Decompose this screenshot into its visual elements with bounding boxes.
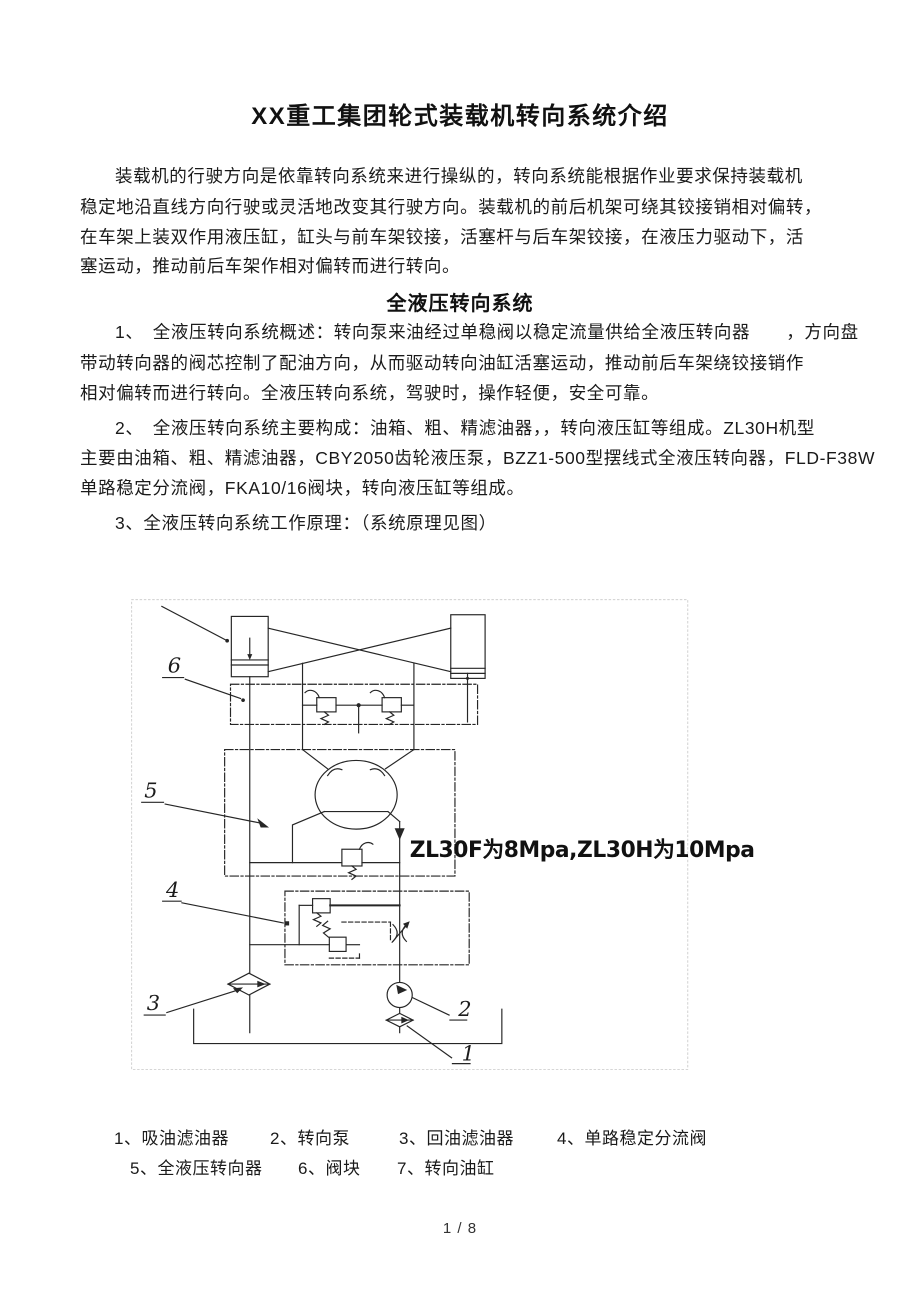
legend-item-3: 3、回油滤油器 [399, 1129, 514, 1148]
suction-filter [384, 1012, 415, 1028]
callout-3: 3 [143, 987, 244, 1016]
callout-2: 2 [411, 996, 472, 1021]
legend-item-2: 2、转向泵 [270, 1129, 350, 1148]
cylinder-cross-lines [267, 627, 452, 673]
legend-item-4: 4、单路稳定分流阀 [557, 1129, 707, 1148]
oil-tank [193, 1008, 503, 1045]
point1-line-1: 1、 全液压转向系统概述：转向泵来油经过单稳阀以稳定流量供给全液压转向器 ，方向… [115, 322, 859, 342]
intro-line-2: 稳定地沿直线方向行驶或灵活地改变其行驶方向。装载机的前后机架可绕其铰接销相对偏转… [80, 197, 823, 217]
callout-3-number: 3 [147, 991, 160, 1015]
callout-6-number: 6 [168, 654, 181, 678]
steering-cylinder-left [230, 615, 269, 678]
point2-line-1: 2、 全液压转向系统主要构成：油箱、粗、精滤油器，，转向液压缸等组成。ZL30H… [115, 418, 815, 438]
steering-cylinder-right [450, 614, 486, 680]
intro-line-4: 塞运动，推动前后车架作相对偏转而进行转向。 [80, 256, 461, 276]
callout-4: 4 [162, 878, 290, 926]
point1-line-2: 带动转向器的阀芯控制了配油方向，从而驱动转向油缸活塞运动，推动前后车架绕铰接销作 [80, 353, 804, 373]
figure-border [131, 599, 689, 1070]
section-heading: 全液压转向系统 [386, 293, 534, 315]
steering-unit-rotor [314, 759, 398, 830]
legend-item-7: 7、转向油缸 [397, 1159, 495, 1178]
intro-line-1: 装载机的行驶方向是依靠转向系统来进行操纵的，转向系统能根据作业要求保持装载机 [115, 166, 803, 186]
callout-2-number: 2 [457, 997, 471, 1021]
callout-4-number: 4 [165, 878, 179, 902]
pipes [249, 662, 469, 1034]
callout-1: 1 [406, 1025, 475, 1065]
valve-block [229, 683, 479, 734]
point3-line: 3、全液压转向系统工作原理：（系统原理见图） [115, 513, 497, 533]
point1-line-3: 相对偏转而进行转向。全液压转向系统，驾驶时，操作轻便，安全可靠。 [80, 383, 660, 403]
page-number: 1 / 8 [442, 1220, 478, 1237]
flow-arrow [394, 828, 405, 841]
legend-item-1: 1、吸油滤油器 [114, 1129, 229, 1148]
steering-unit [224, 748, 456, 881]
callout-7-leader [161, 605, 229, 643]
pressure-note: ZL30F为8Mpa,ZL30H为10Mpa [410, 838, 755, 863]
intro-line-3: 在车架上装双作用液压缸，缸头与前车架铰接，活塞杆与后车架铰接，在液压力驱动下，活 [80, 227, 804, 247]
flow-divider-valve [249, 890, 470, 966]
doc-title: XX重工集团轮式装载机转向系统介绍 [251, 103, 669, 130]
legend-item-6: 6、阀块 [298, 1159, 361, 1178]
steering-pump [386, 981, 413, 1009]
callout-1-number: 1 [462, 1041, 475, 1065]
callout-5-number: 5 [144, 778, 157, 802]
legend-item-5: 5、全液压转向器 [130, 1159, 263, 1178]
relief-valve [341, 848, 363, 867]
return-filter [226, 972, 272, 996]
point2-line-3: 单路稳定分流阀，FKA10/16阀块，转向液压缸等组成。 [80, 478, 525, 498]
callout-5: 5 [141, 778, 270, 828]
point2-line-2: 主要由油箱、粗、精滤油器，CBY2050齿轮液压泵，BZZ1-500型摆线式全液… [80, 448, 876, 468]
callout-6: 6 [162, 654, 245, 703]
hydraulic-system-schematic: 6 5 [131, 599, 755, 1070]
